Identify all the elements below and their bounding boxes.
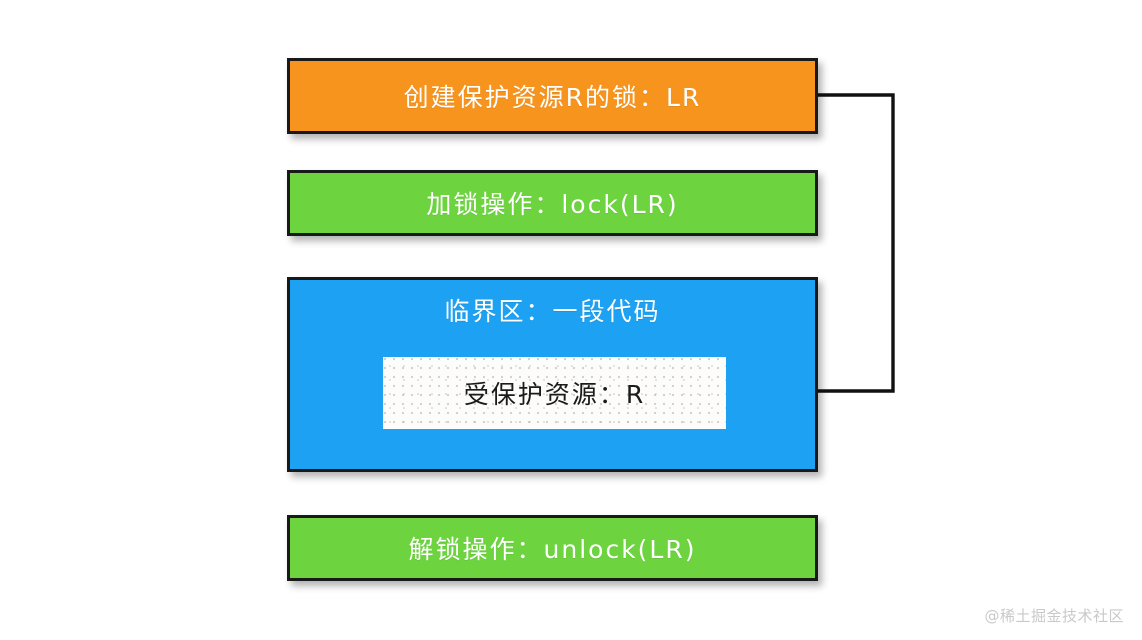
box-lock-operation[interactable]: 加锁操作：lock(LR) xyxy=(287,170,818,236)
box-create-lock[interactable]: 创建保护资源R的锁：LR xyxy=(287,58,818,134)
box-lock-operation-label: 加锁操作：lock(LR) xyxy=(426,190,679,219)
box-unlock-operation[interactable]: 解锁操作：unlock(LR) xyxy=(287,515,818,581)
watermark: @稀土掘金技术社区 xyxy=(984,607,1124,625)
box-unlock-operation-label: 解锁操作：unlock(LR) xyxy=(408,535,697,564)
box-protected-resource-label: 受保护资源：R xyxy=(463,380,646,409)
box-critical-section-title-row: 临界区：一段代码 xyxy=(290,292,815,328)
box-critical-section-label: 临界区：一段代码 xyxy=(444,297,661,326)
box-critical-section[interactable]: 临界区：一段代码 受保护资源：R xyxy=(287,277,818,472)
box-protected-resource[interactable]: 受保护资源：R xyxy=(383,357,726,429)
box-create-lock-label: 创建保护资源R的锁：LR xyxy=(403,83,702,112)
